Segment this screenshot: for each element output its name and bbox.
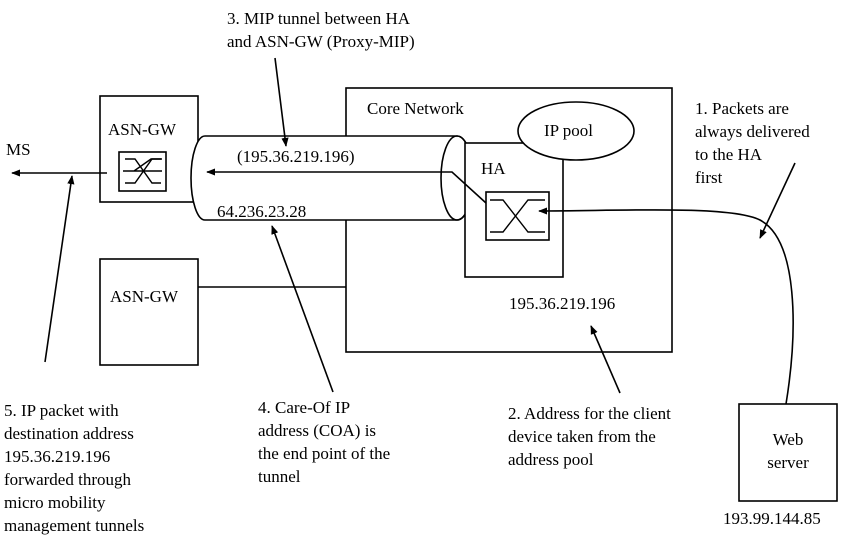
ms-label: MS xyxy=(6,140,31,159)
ip-pool-label: IP pool xyxy=(544,121,593,140)
core-network-label: Core Network xyxy=(367,99,464,118)
coa-pointer xyxy=(271,225,334,393)
asn-gw-bottom-box xyxy=(99,258,199,366)
asn-gw-top-label: ASN-GW xyxy=(108,120,176,139)
address-pool-pointer xyxy=(590,325,621,394)
ha-label: HA xyxy=(481,159,506,178)
web-server-path-arrow xyxy=(538,207,794,405)
switch-icon xyxy=(118,151,167,192)
coa-note: 4. Care-Of IP address (COA) is the end p… xyxy=(258,398,391,486)
asn-gw-bottom-label: ASN-GW xyxy=(110,287,178,306)
tunnel-packet-arrow xyxy=(206,168,487,204)
mip-tunnel-pointer xyxy=(274,57,289,147)
ha-address-label: 195.36.219.196 xyxy=(509,294,616,313)
address-pool-note: 2. Address for the client device taken f… xyxy=(508,404,671,469)
web-server-box xyxy=(738,403,838,502)
web-server-label: Web server xyxy=(767,430,809,472)
coa-address-label: 64.236.23.28 xyxy=(217,202,307,221)
packets-note: 1. Packets are always delivered to the H… xyxy=(695,99,810,187)
tunnel-address-label: (195.36.219.196) xyxy=(237,147,355,166)
forward-pointer xyxy=(44,175,75,363)
web-server-address-label: 193.99.144.85 xyxy=(723,509,821,528)
packets-note-pointer xyxy=(759,162,796,239)
forward-note: 5. IP packet with destination address 19… xyxy=(4,401,145,535)
switch-icon xyxy=(485,191,550,241)
mip-tunnel-label: 3. MIP tunnel between HA and ASN-GW (Pro… xyxy=(227,9,415,51)
ip-pool-ellipse xyxy=(517,101,635,161)
